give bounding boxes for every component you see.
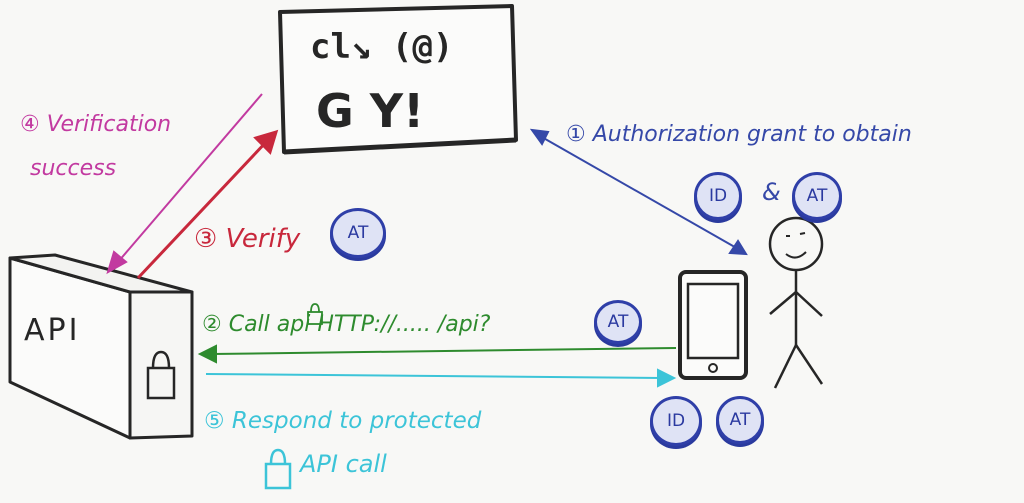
auth-server-box	[278, 4, 518, 155]
step2-label: ② Call api HTTP://..... /api?	[202, 312, 491, 337]
step1-id-token-text: ID	[708, 186, 728, 206]
step4-arrow	[106, 93, 263, 275]
response-lock-icon	[264, 448, 292, 490]
auth-server-logo-top: cl↘ (@)	[310, 27, 454, 67]
step3-label: ③ Verify	[194, 224, 301, 254]
step3-arrow	[136, 129, 279, 280]
phone-id-token-text: ID	[666, 411, 686, 431]
phone-at-token-text: AT	[729, 410, 751, 430]
step2-at-token-badge: AT	[594, 300, 642, 344]
step1-at-token-text: AT	[806, 186, 828, 206]
step1-arrow	[529, 128, 748, 256]
user-stick-figure	[768, 216, 824, 389]
step4-label-line1: ④ Verification	[20, 112, 172, 137]
auth-server-logo-bottom: G Y!	[316, 84, 425, 138]
phone-id-token-badge: ID	[650, 396, 702, 446]
phone-device	[678, 270, 748, 380]
api-label: API	[24, 313, 81, 348]
step5-arrow	[205, 368, 677, 388]
step5-label-line1: ⑤ Respond to protected	[204, 408, 482, 434]
step3-at-token-text: AT	[347, 223, 369, 243]
step1-ampersand: &	[762, 178, 781, 206]
step1-label: ① Authorization grant to obtain	[566, 122, 912, 147]
step4-label-line2: success	[30, 156, 117, 181]
step1-at-token-badge: AT	[792, 172, 842, 220]
step5-label-line2: API call	[300, 450, 387, 478]
api-lock-icon	[146, 350, 176, 400]
api-box	[8, 253, 194, 440]
step3-at-token-badge: AT	[330, 208, 386, 258]
call-lock-icon	[307, 303, 323, 325]
step2-at-token-text: AT	[607, 312, 629, 332]
phone-at-token-badge: AT	[716, 396, 764, 444]
step1-id-token-badge: ID	[694, 172, 742, 220]
step2-arrow	[197, 344, 677, 364]
